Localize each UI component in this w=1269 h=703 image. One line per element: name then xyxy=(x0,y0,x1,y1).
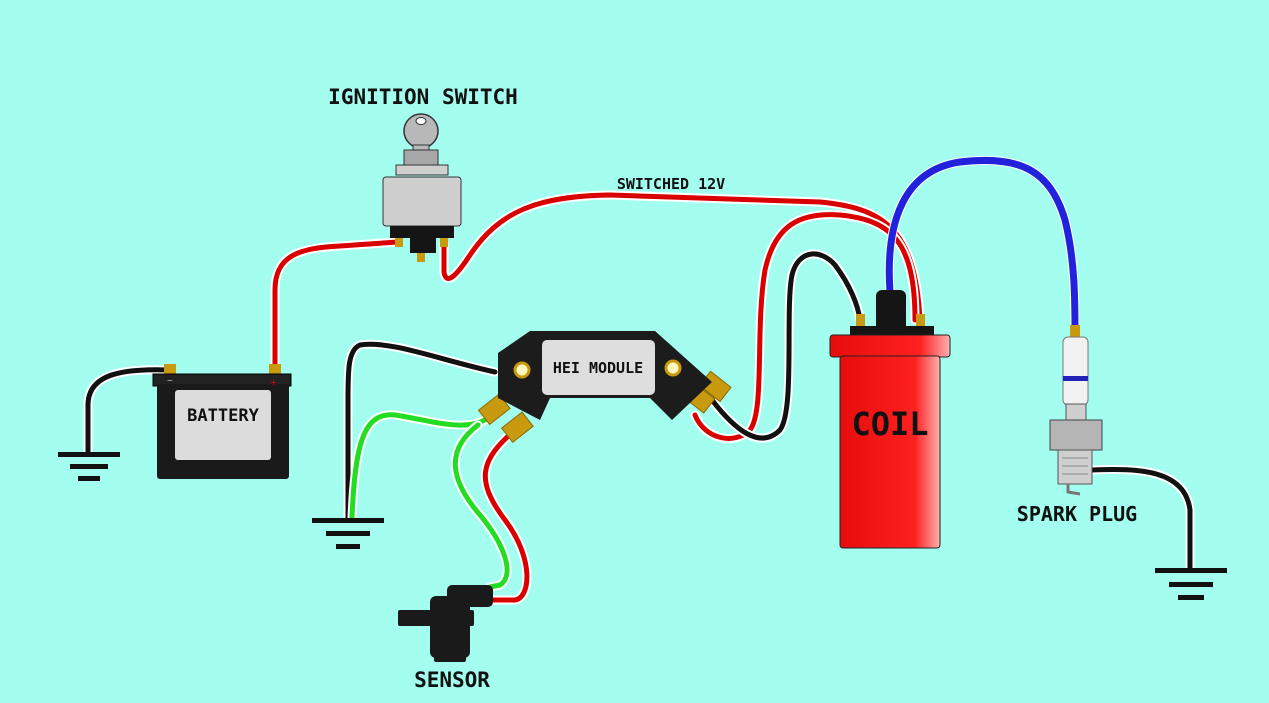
sensor: SENSOR xyxy=(398,585,493,692)
ground-symbol-battery xyxy=(58,452,120,481)
coil-label: COIL xyxy=(851,405,928,443)
spark-plug: SPARK PLUG xyxy=(1017,325,1137,526)
spark-plug-label: SPARK PLUG xyxy=(1017,502,1137,526)
battery-negative-mark: − xyxy=(167,376,173,387)
ignition-coil: COIL xyxy=(829,290,951,549)
sensor-label: SENSOR xyxy=(414,668,490,692)
wires xyxy=(83,155,1195,605)
ground-symbol-module xyxy=(312,518,384,549)
ground-symbol-spark-plug xyxy=(1155,568,1227,600)
battery-ground-wire xyxy=(83,365,175,457)
battery-label: BATTERY xyxy=(187,406,259,426)
module-ground-wire xyxy=(343,339,500,523)
hei-module-label: HEI MODULE xyxy=(553,359,643,377)
switched-12v-label: SWITCHED 12V xyxy=(617,175,725,193)
high-tension-lead xyxy=(884,155,1080,340)
sensor-signal-wires xyxy=(347,410,532,605)
spark-plug-ground-wire xyxy=(1087,464,1195,573)
battery-positive-mark: + xyxy=(270,375,277,389)
battery-to-switch-wire xyxy=(270,237,403,373)
battery: − + BATTERY xyxy=(152,364,292,479)
module-to-coil-negative-wire xyxy=(707,249,865,443)
ignition-switch: IGNITION SWITCH xyxy=(328,85,518,262)
ignition-switch-label: IGNITION SWITCH xyxy=(328,85,518,109)
hei-module: HEI MODULE xyxy=(477,331,732,444)
